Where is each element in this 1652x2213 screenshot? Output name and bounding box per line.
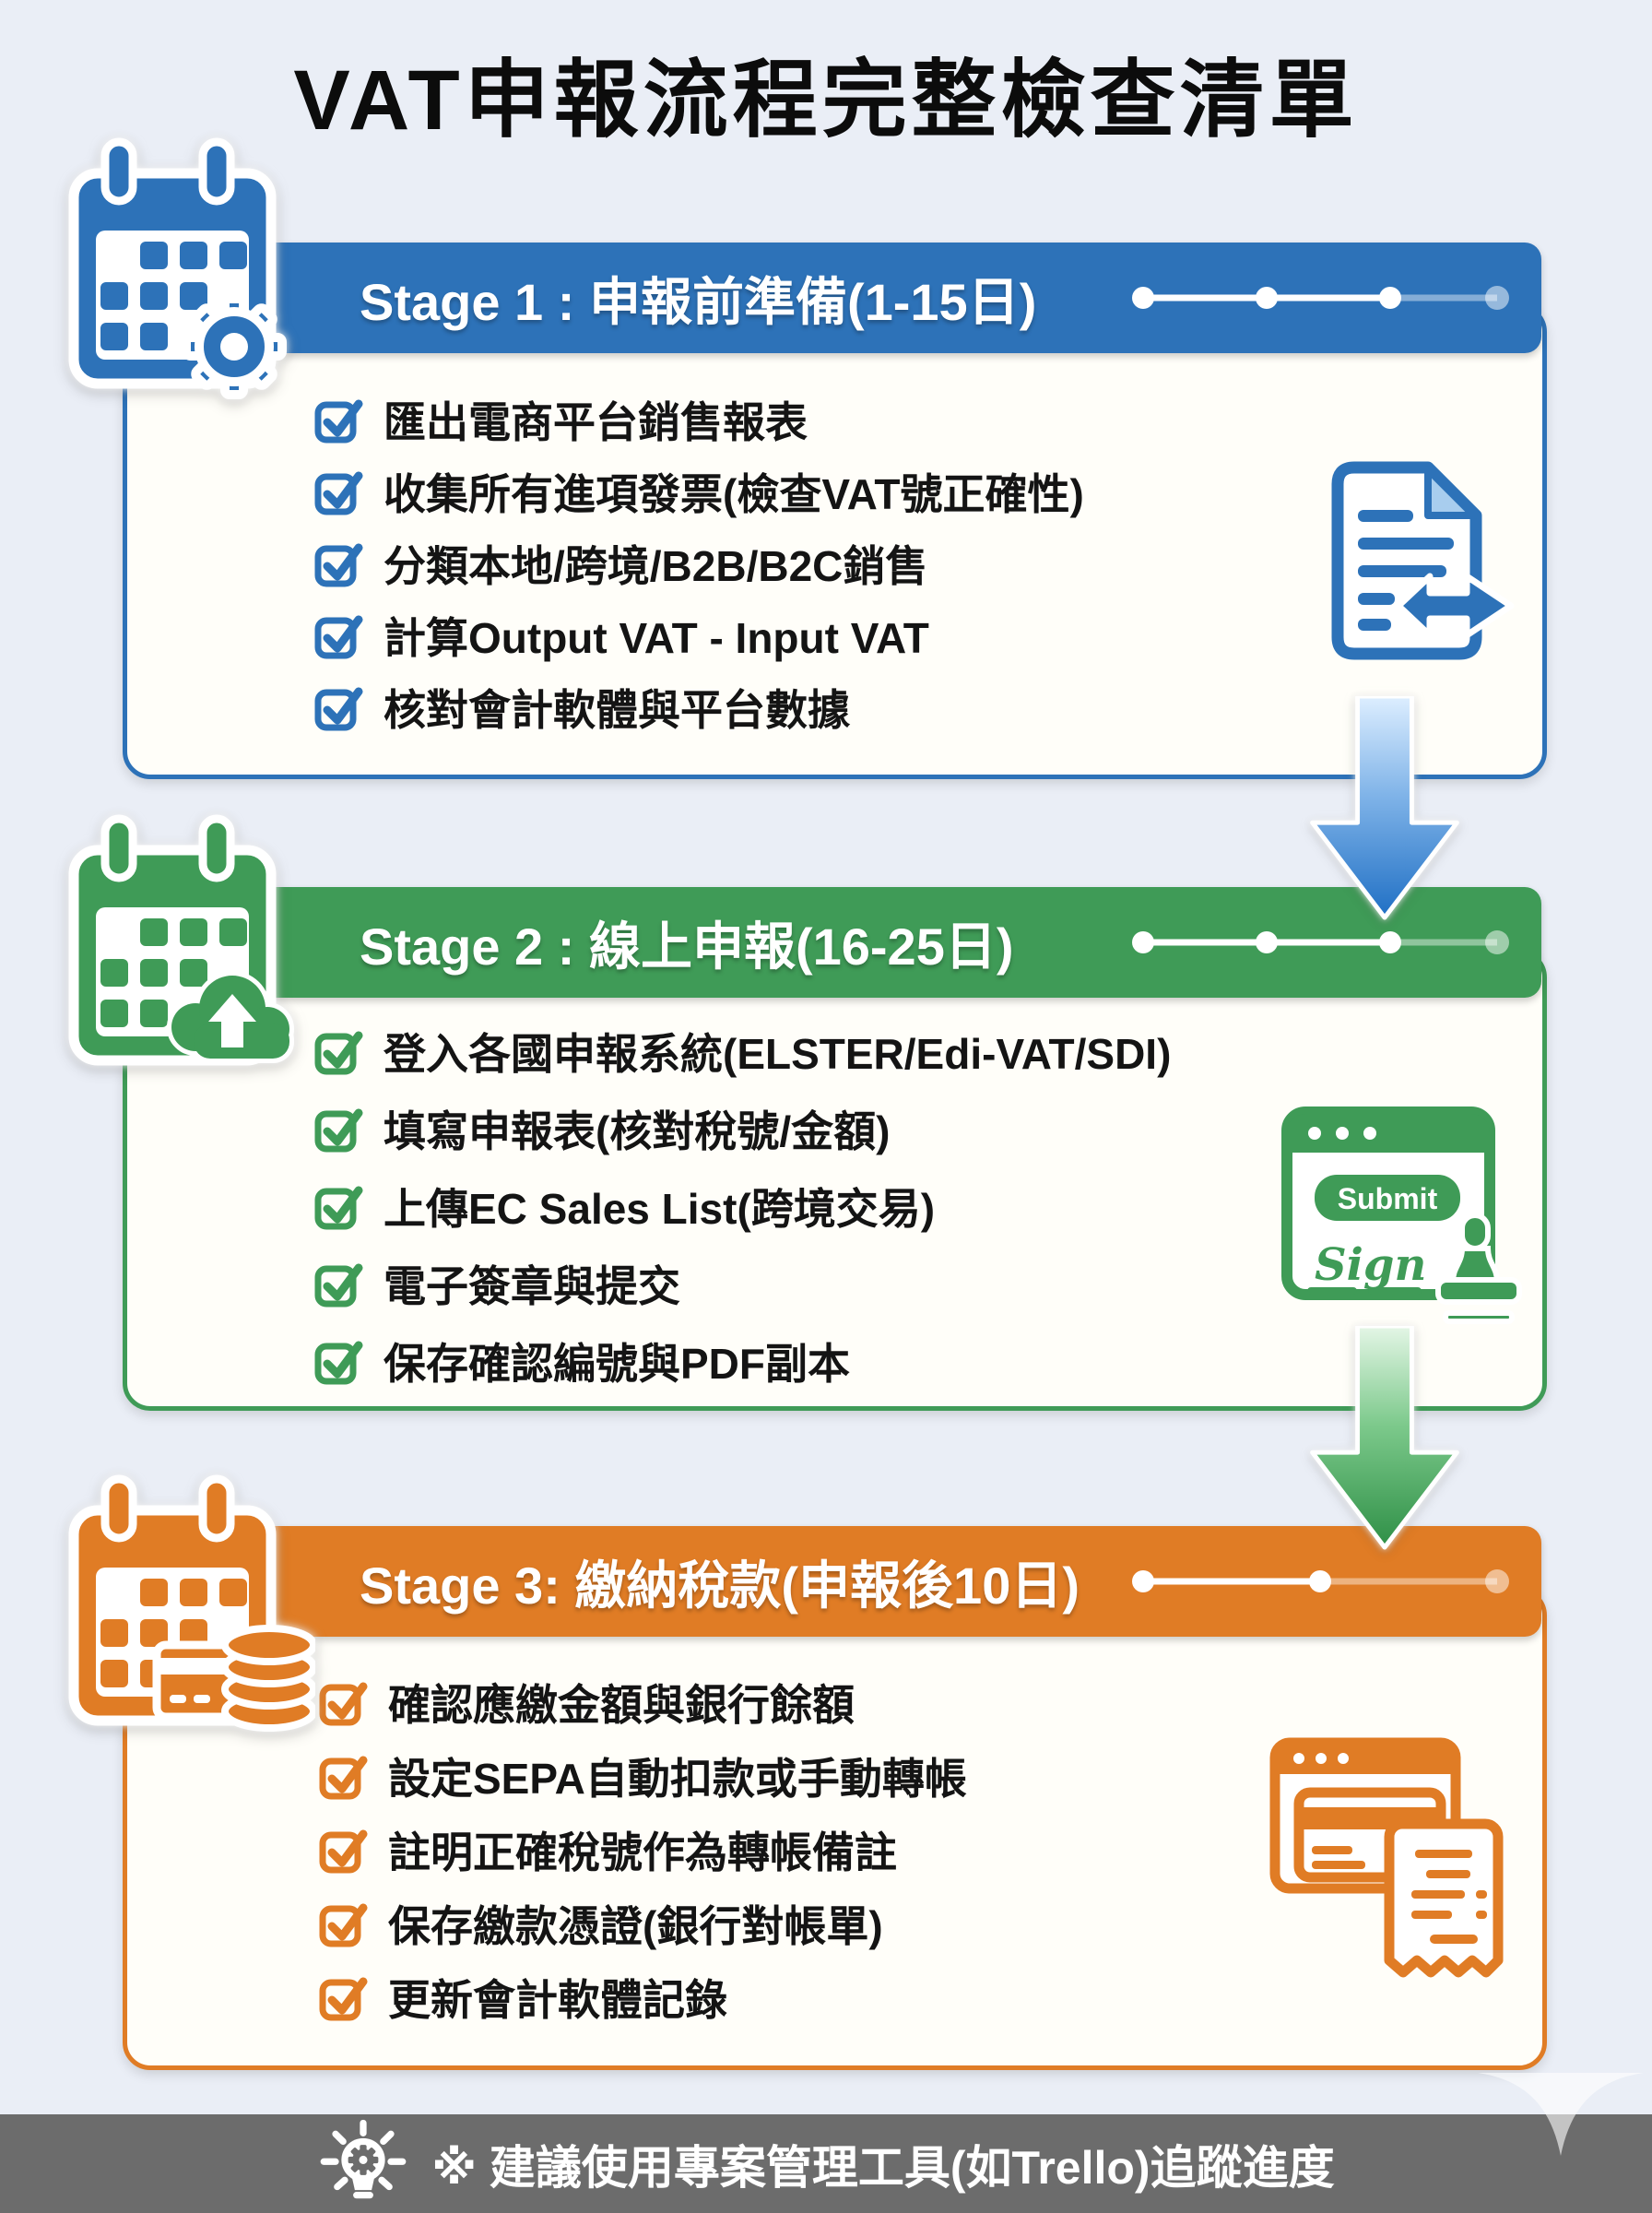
coin-stack-icon xyxy=(221,1625,315,1732)
stage-1-checklist: 匯出電商平台銷售報表 收集所有進項發票(檢查VAT號正確性) 分類本地/跨境/B… xyxy=(313,384,1084,743)
gear-hole xyxy=(220,333,248,361)
calendar-cloud-upload-icon xyxy=(68,814,294,1066)
receipt xyxy=(1384,1818,1504,1978)
checklist-item-label: 更新會計軟體記錄 xyxy=(388,1976,727,2024)
sign-label: Sign xyxy=(1315,1239,1426,1291)
checkbox-checked-icon xyxy=(314,1341,363,1385)
transfer-arrow xyxy=(1395,573,1515,639)
submit-button xyxy=(1315,1175,1460,1221)
checklist-item: 確認應繳金額與銀行餘額 xyxy=(318,1665,967,1739)
checklist-item-label: 註明正確稅號作為轉帳備註 xyxy=(388,1828,897,1876)
checklist-item-label: 計算Output VAT - Input VAT xyxy=(384,614,929,662)
calendar-gear-icon xyxy=(68,137,287,399)
checklist-item-label: 電子簽章與提交 xyxy=(384,1262,680,1310)
progress-indicator xyxy=(1132,1569,1509,1593)
checklist-item-label: 上傳EC Sales List(跨境交易) xyxy=(384,1185,936,1233)
checklist-item: 註明正確稅號作為轉帳備註 xyxy=(318,1813,967,1887)
checklist-item-label: 收集所有進項發票(檢查VAT號正確性) xyxy=(384,470,1084,518)
checkbox-checked-icon xyxy=(319,1903,368,1947)
checklist-item: 計算Output VAT - Input VAT xyxy=(313,599,1084,671)
checkbox-checked-icon xyxy=(314,1186,363,1230)
stage-1-title: Stage 1 : 申報前準備(1-15日) xyxy=(360,272,1037,331)
checklist-item-label: 核對會計軟體與平台數據 xyxy=(384,686,850,734)
bank-receipt-icon xyxy=(1269,1737,1504,1978)
stage-3-checklist: 確認應繳金額與銀行餘額 設定SEPA自動扣款或手動轉帳 註明正確稅號作為轉帳備註… xyxy=(318,1665,967,2034)
stage-1-header: Stage 1 : 申報前準備(1-15日) xyxy=(184,243,1541,353)
checklist-item-label: 確認應繳金額與銀行餘額 xyxy=(388,1681,855,1729)
stamp-icon xyxy=(1435,1213,1522,1324)
checklist-item: 收集所有進項發票(檢查VAT號正確性) xyxy=(313,456,1084,527)
stage-2-title: Stage 2 : 線上申報(16-25日) xyxy=(360,917,1014,976)
page-title: VAT申報流程完整檢查清單 xyxy=(293,53,1359,148)
checkbox-checked-icon xyxy=(319,1977,368,2021)
stage-2-header: Stage 2 : 線上申報(16-25日) xyxy=(184,887,1541,998)
stage-3-title: Stage 3: 繳納稅款(申報後10日) xyxy=(360,1556,1080,1615)
down-arrow-blue xyxy=(1310,696,1459,920)
checkbox-checked-icon xyxy=(319,1829,368,1874)
checklist-item: 填寫申報表(核對稅號/金額) xyxy=(313,1090,1171,1167)
lightbulb-gear-icon xyxy=(321,2119,407,2198)
checkbox-checked-icon xyxy=(319,1682,368,1726)
submit-label: Submit xyxy=(1338,1182,1438,1215)
checklist-item: 匯出電商平台銷售報表 xyxy=(313,384,1084,456)
checkbox-checked-icon xyxy=(314,1263,363,1308)
footer-note-text: ※ 建議使用專案管理工具(如Trello)追蹤進度 xyxy=(431,2141,1335,2194)
checklist-item-label: 登入各國申報系統(ELSTER/Edi-VAT/SDI) xyxy=(384,1030,1172,1078)
checkbox-checked-icon xyxy=(319,1756,368,1800)
checklist-item-label: 匯出電商平台銷售報表 xyxy=(384,398,808,446)
checklist-item-label: 保存繳款憑證(銀行對帳單) xyxy=(388,1902,883,1950)
stage-2-checklist: 登入各國申報系統(ELSTER/Edi-VAT/SDI) 填寫申報表(核對稅號/… xyxy=(313,1012,1171,1400)
checkbox-checked-icon xyxy=(314,543,363,587)
checkbox-checked-icon xyxy=(314,471,363,515)
checklist-item: 保存繳款憑證(銀行對帳單) xyxy=(318,1887,967,1960)
checklist-item: 上傳EC Sales List(跨境交易) xyxy=(313,1167,1171,1245)
progress-indicator xyxy=(1132,930,1509,954)
stage-3-header: Stage 3: 繳納稅款(申報後10日) xyxy=(184,1526,1541,1637)
corner-flip-decoration xyxy=(1478,2073,1644,2156)
submit-sign-stamp-icon: Submit Sign xyxy=(1281,1106,1522,1324)
checklist-item: 設定SEPA自動扣款或手動轉帳 xyxy=(318,1739,967,1813)
checklist-item: 電子簽章與提交 xyxy=(313,1245,1171,1322)
checkbox-checked-icon xyxy=(314,687,363,731)
checklist-item: 分類本地/跨境/B2B/B2C銷售 xyxy=(313,527,1084,599)
checkbox-checked-icon xyxy=(314,615,363,659)
checklist-item: 登入各國申報系統(ELSTER/Edi-VAT/SDI) xyxy=(313,1012,1171,1090)
document-export-icon xyxy=(1331,461,1515,660)
checklist-item-label: 填寫申報表(核對稅號/金額) xyxy=(384,1107,891,1155)
down-arrow-green xyxy=(1310,1326,1459,1550)
calendar-payment-coins-icon xyxy=(68,1474,315,1732)
upload-arrow xyxy=(208,994,256,1047)
checklist-item: 保存確認編號與PDF副本 xyxy=(313,1322,1171,1400)
checklist-item-label: 分類本地/跨境/B2B/B2C銷售 xyxy=(384,542,928,590)
progress-indicator xyxy=(1132,286,1509,310)
footer-note-bar: ※ 建議使用專案管理工具(如Trello)追蹤進度 xyxy=(0,2114,1652,2213)
checklist-item-label: 設定SEPA自動扣款或手動轉帳 xyxy=(388,1755,967,1803)
checkbox-checked-icon xyxy=(314,399,363,444)
checklist-item-label: 保存確認編號與PDF副本 xyxy=(384,1340,850,1388)
checkbox-checked-icon xyxy=(314,1108,363,1153)
stage-1-card xyxy=(123,304,1547,779)
checklist-item: 核對會計軟體與平台數據 xyxy=(313,671,1084,743)
checklist-item: 更新會計軟體記錄 xyxy=(318,1960,967,2034)
checkbox-checked-icon xyxy=(314,1031,363,1075)
